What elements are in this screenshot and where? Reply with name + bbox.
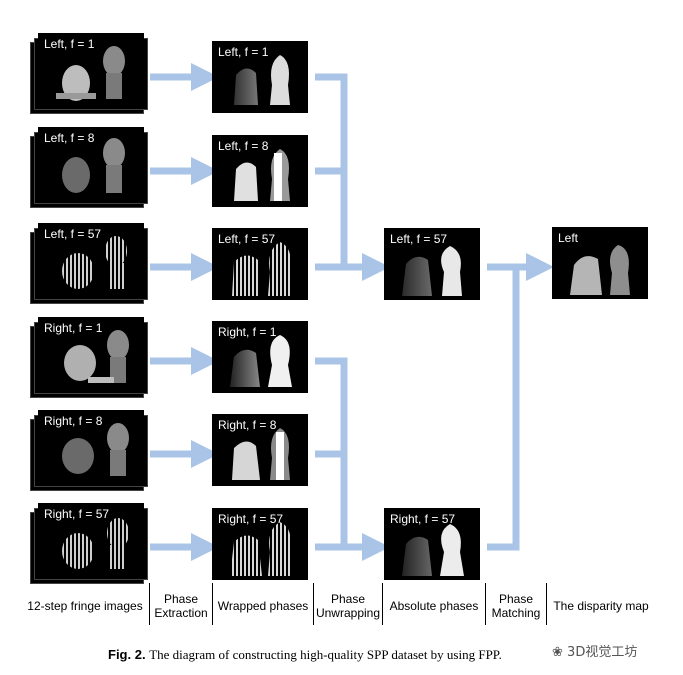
stage-divider: [546, 583, 547, 625]
panel-label: Right, f = 8: [44, 414, 103, 428]
panel-label: Right, f = 8: [218, 418, 277, 432]
unwrapping-merge-right: [315, 357, 348, 547]
stage-label-fringe-images: 12-step fringe images: [27, 599, 143, 613]
panel-label: Left, f = 57: [218, 232, 276, 246]
wrapped-panel-left-f1: Left, f = 1: [212, 41, 308, 113]
fringe-panel-left-f1: Left, f = 1: [38, 33, 144, 103]
panel-label: Left, f = 1: [44, 37, 95, 51]
fringe-panel-right-f57: Right, f = 57: [38, 503, 144, 573]
stage-divider: [313, 583, 314, 625]
unwrapping-merge-left: [315, 73, 348, 267]
stage-label-absolute-phases: Absolute phases: [389, 599, 479, 613]
wechat-icon: ❀: [552, 645, 563, 660]
wrapped-panel-left-f8: Left, f = 8: [212, 135, 308, 207]
panel-label: Right, f = 1: [44, 321, 103, 335]
panel-label: Right, f = 57: [390, 512, 456, 526]
fringe-panel-right-f1: Right, f = 1: [38, 317, 144, 387]
panel-label: Left, f = 8: [44, 131, 95, 145]
panel-label: Left, f = 1: [218, 45, 269, 59]
watermark-text: 3D视觉工坊: [567, 645, 638, 660]
absolute-panel-left-f57: Left, f = 57: [384, 228, 480, 300]
matching-merge: [487, 267, 520, 551]
figure-caption: Fig. 2. The diagram of constructing high…: [108, 647, 502, 663]
fringe-panel-left-f57: Left, f = 57: [38, 223, 144, 293]
stage-divider: [149, 583, 150, 625]
stage-label-disparity-map: The disparity map: [553, 599, 649, 613]
wrapped-panel-right-f8: Right, f = 8: [212, 414, 308, 486]
stage-divider: [485, 583, 486, 625]
stage-divider: [382, 583, 383, 625]
figure-number: Fig. 2.: [108, 647, 146, 662]
panel-label: Right, f = 57: [44, 507, 110, 521]
fringe-panel-left-f8: Left, f = 8: [38, 127, 144, 197]
wrapped-panel-right-f57: Right, f = 57: [212, 508, 308, 580]
stage-divider: [212, 583, 213, 625]
panel-label: Left, f = 8: [218, 139, 269, 153]
panel-label: Left, f = 57: [390, 232, 448, 246]
fringe-panel-right-f8: Right, f = 8: [38, 410, 144, 480]
panel-label: Right, f = 57: [218, 512, 284, 526]
panel-label: Right, f = 1: [218, 325, 277, 339]
disparity-map-panel: Left: [552, 227, 648, 299]
absolute-panel-right-f57: Right, f = 57: [384, 508, 480, 580]
panel-label: Left, f = 57: [44, 227, 102, 241]
watermark: ❀ 3D视觉工坊: [552, 641, 637, 660]
wrapped-panel-left-f57: Left, f = 57: [212, 228, 308, 300]
stage-label-wrapped-phases: Wrapped phases: [217, 599, 309, 613]
wrapped-panel-right-f1: Right, f = 1: [212, 321, 308, 393]
panel-label: Left: [558, 231, 579, 245]
caption-text: The diagram of constructing high-quality…: [149, 647, 502, 662]
